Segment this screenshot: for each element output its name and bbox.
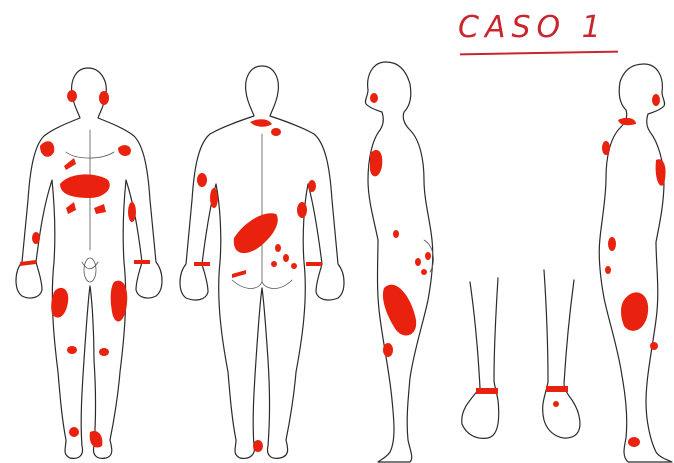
lesion-gluteal-1 [275, 244, 281, 252]
lesion-knee-left [99, 348, 109, 356]
lesion-wrist-back-left [194, 262, 210, 266]
anterior-view [16, 68, 162, 458]
lesion-shoulder-back-left [197, 173, 207, 187]
lesion-knee-lateral [383, 343, 393, 357]
lesion-shoulder-right [40, 141, 54, 157]
lesion-buttock-3 [421, 269, 427, 275]
lesion-thigh-left-lateral [621, 292, 648, 330]
lesion-chest-lateral [370, 150, 382, 176]
posterior-gluteal-line [232, 280, 292, 289]
lesion-cheek-lateral [370, 93, 378, 103]
left-lateral-lesions [602, 94, 666, 447]
lesion-wrist-detail-right [546, 386, 568, 392]
lesion-hand-detail [553, 401, 559, 407]
lesion-wrist-left [134, 260, 150, 264]
lesion-cheek-left-lateral [652, 94, 660, 106]
lesion-knee-right [67, 346, 77, 354]
lesion-ankle-right [69, 427, 79, 437]
lesion-arm-right [32, 232, 40, 244]
right-lateral-body-outline [365, 62, 432, 462]
lesion-thigh-right [51, 288, 68, 318]
lesion-arm-back-right [308, 180, 316, 192]
lesion-hip-left-lateral [608, 237, 616, 251]
lesion-abdomen-small-2 [94, 204, 106, 214]
lesion-lower-back [234, 213, 278, 253]
lesion-knee-left-lateral [650, 342, 658, 350]
right-lateral-lesions [370, 93, 431, 357]
lesion-hip-back [232, 270, 246, 278]
lesion-upper-back [271, 128, 281, 136]
lesion-hip-lateral [393, 230, 399, 238]
lesion-neck-back [250, 119, 272, 127]
lesion-shoulder-left-lateral [602, 141, 610, 155]
lesion-face-left [67, 90, 77, 102]
lesion-shoulder-left [118, 145, 131, 156]
anterior-genitals [84, 258, 96, 282]
lesion-thigh-small-left-lateral [605, 266, 611, 274]
anterior-lesions [20, 90, 150, 447]
lesion-back-right [297, 202, 307, 218]
lesion-chest-small [64, 158, 76, 170]
left-lateral-view [599, 64, 672, 462]
lesion-gluteal-3 [271, 261, 277, 267]
lesion-gluteal-2 [283, 254, 289, 262]
lesion-arm-left [128, 202, 136, 222]
forearms-detail-view [462, 270, 580, 438]
lesion-abdomen [60, 174, 110, 198]
forearms-lesions [476, 386, 568, 407]
lesion-chest-left-lateral [656, 159, 666, 186]
forearm-right-outline [543, 270, 580, 438]
lesion-face-right [99, 91, 109, 105]
lesion-abdomen-small-1 [66, 202, 76, 214]
lesion-neck-left-lateral [618, 118, 636, 125]
right-lateral-view [365, 62, 433, 462]
forearm-left-outline [462, 278, 499, 438]
lesion-wrist-back-right [306, 262, 322, 266]
lesion-heel-back [253, 440, 263, 452]
lesion-wrist-detail-left [476, 388, 498, 394]
lesion-ankle-left [90, 431, 103, 448]
lesion-buttock-1 [415, 258, 421, 266]
lesion-thigh-lateral [383, 285, 416, 336]
posterior-lesions [194, 119, 322, 452]
lesion-buttock-2 [425, 252, 431, 260]
lesion-ankle-left-lateral [628, 437, 640, 447]
lesion-gluteal-4 [291, 263, 297, 269]
posterior-view [180, 66, 344, 458]
lesion-arm-back-left [210, 188, 218, 208]
